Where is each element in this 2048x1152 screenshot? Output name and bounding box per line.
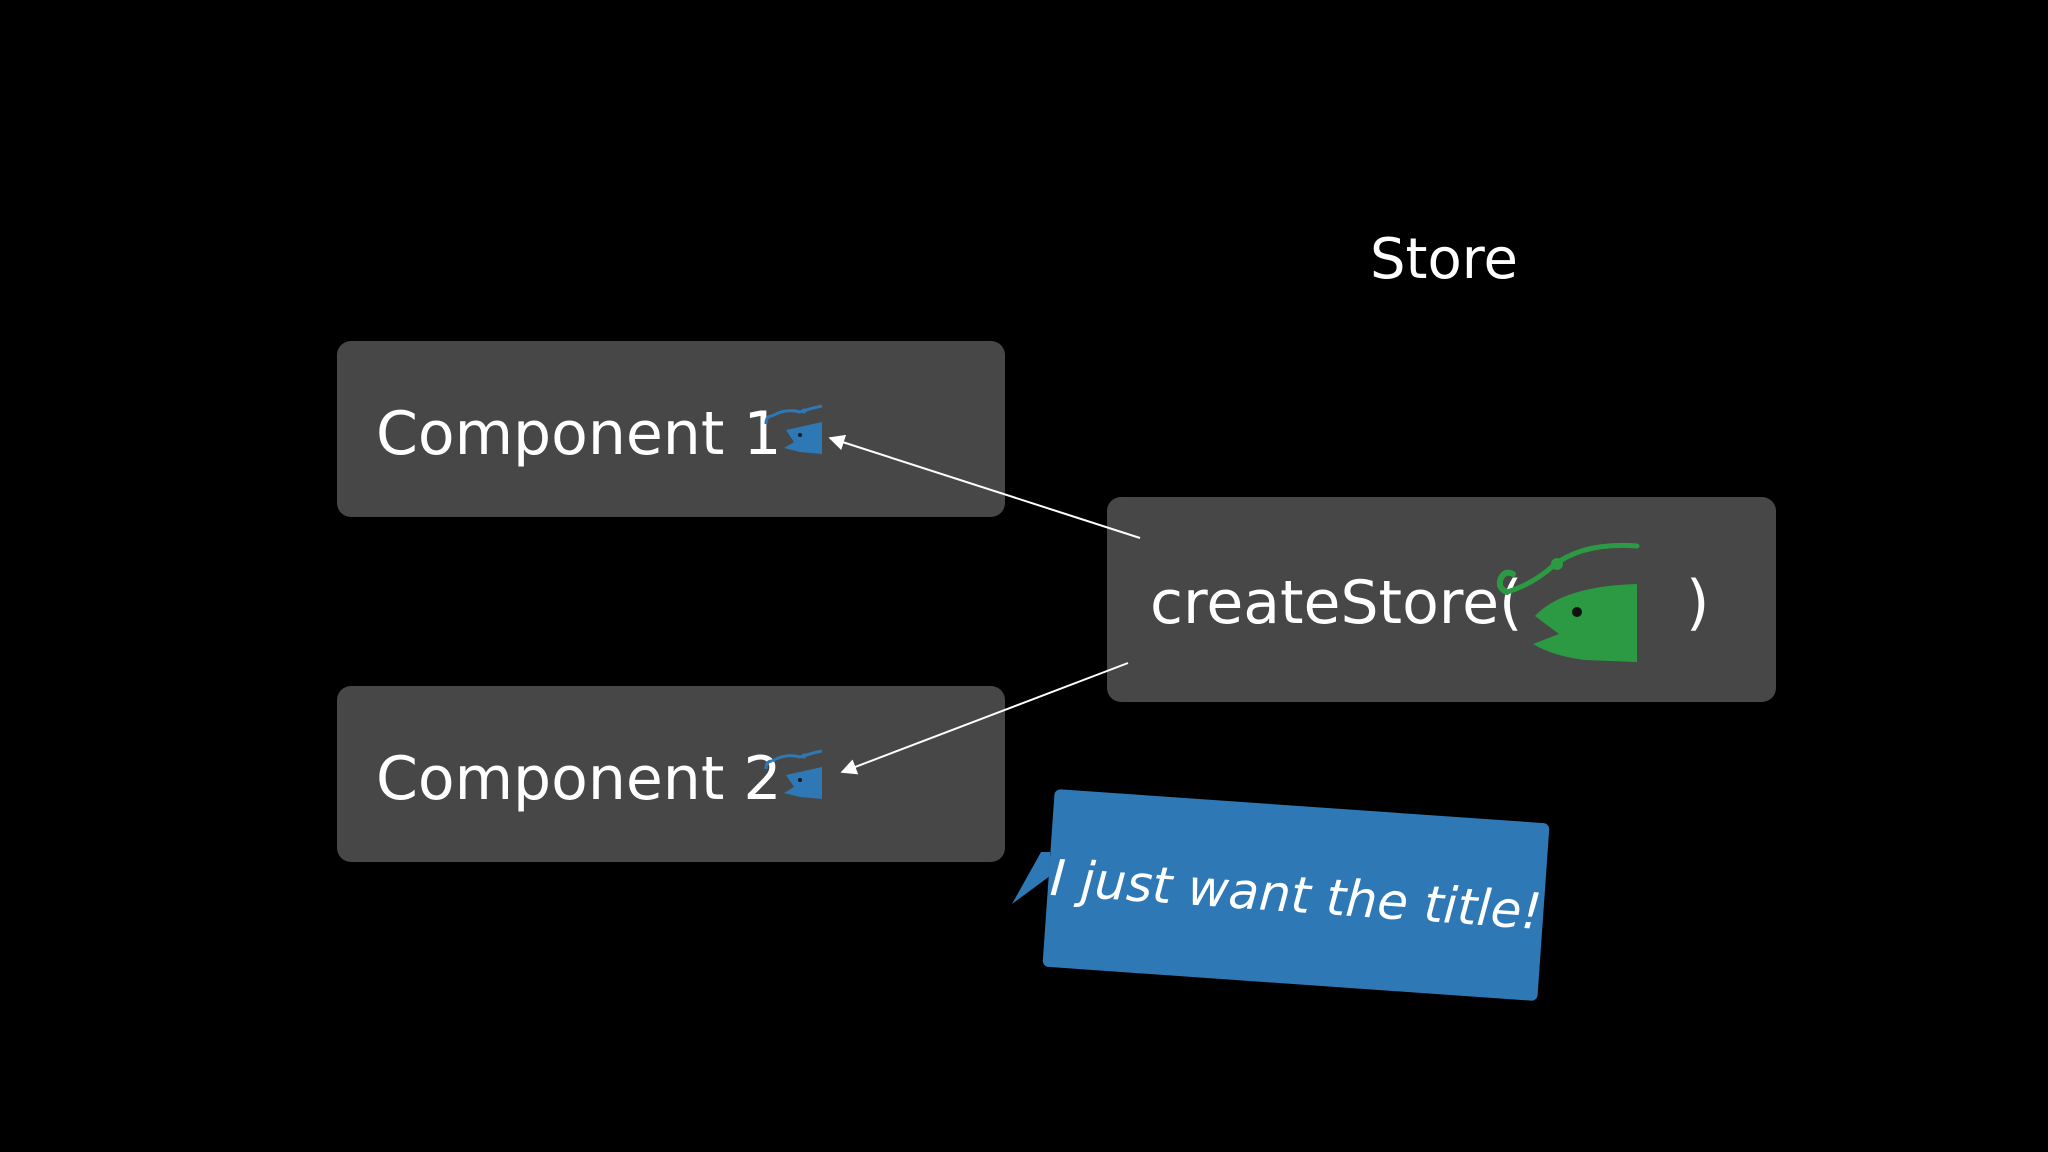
fish-on-hook-icon [764, 404, 823, 454]
create-store-close-paren: ) [1686, 568, 1710, 638]
speech-bubble: I just want the title! [1010, 784, 1550, 1014]
fish-on-hook-icon [1496, 542, 1640, 662]
fish-on-hook-icon [764, 749, 823, 799]
speech-bubble-body: I just want the title! [1042, 788, 1550, 1002]
speech-bubble-tail [1012, 852, 1050, 904]
store-title: Store [1370, 227, 1519, 292]
store-box [1107, 497, 1776, 702]
component-2-label: Component 2 [376, 744, 782, 814]
speech-bubble-text: I just want the title! [1048, 848, 1544, 942]
create-store-label: createStore( [1150, 568, 1523, 638]
component-1-label: Component 1 [376, 399, 782, 469]
